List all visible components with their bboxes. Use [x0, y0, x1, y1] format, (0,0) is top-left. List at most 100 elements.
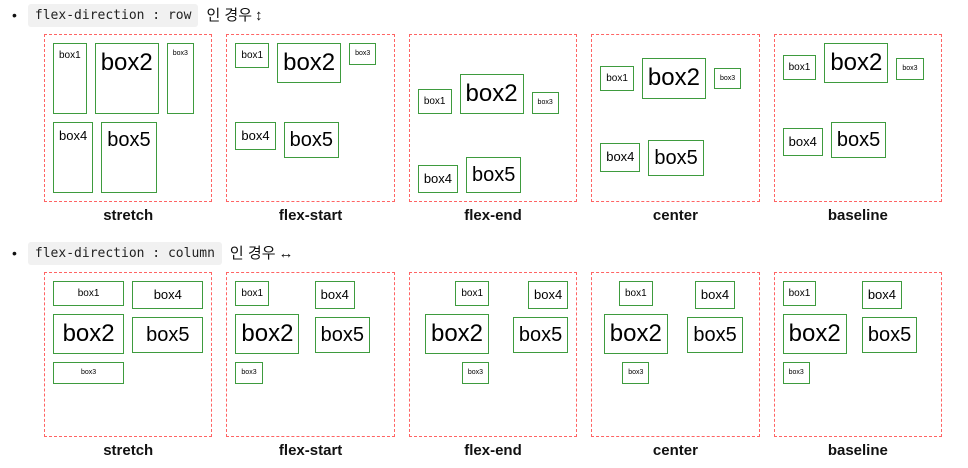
flex-item-box3: box3 [622, 362, 650, 385]
panel-group-column-baseline: box1 box2 box3 box4 box5 baseline [773, 272, 943, 468]
flex-item-box4: box4 [694, 281, 736, 310]
flex-item-box1: box1 [417, 89, 452, 114]
flex-item-box5: box5 [830, 122, 887, 158]
flex-item-box1: box1 [53, 281, 125, 306]
bullet-icon: • [12, 245, 17, 261]
flex-item-box5: box5 [314, 317, 370, 354]
flex-item-box2: box2 [824, 43, 889, 84]
flex-item-box4: box4 [314, 281, 355, 310]
flex-line: box4 box5 [675, 277, 754, 432]
align-items-value-label: center [652, 207, 698, 224]
flex-line: box1 box2 box3 [231, 39, 389, 118]
flex-item-box2: box2 [782, 314, 847, 355]
bullet-icon: • [12, 7, 17, 23]
header-text-row: 인 경우 [206, 7, 253, 24]
flex-item-box3: box3 [896, 58, 924, 80]
flex-item-box2: box2 [459, 73, 524, 114]
flex-item-box5: box5 [101, 122, 157, 193]
flex-item-box4: box4 [53, 122, 94, 193]
flex-item-box4: box4 [782, 128, 823, 157]
align-items-value-label: stretch [103, 442, 154, 459]
flex-item-box1: box1 [618, 281, 653, 306]
flex-container-column-flex-start: box1 box2 box3 box4 box5 [226, 272, 395, 437]
flex-item-box2: box2 [641, 58, 706, 99]
flex-item-box1: box1 [235, 281, 270, 306]
flex-line: box1 box2 box3 [49, 277, 128, 432]
flex-item-box2: box2 [235, 314, 300, 355]
header-text-column: 인 경우 [229, 245, 276, 262]
flex-item-box1: box1 [782, 55, 817, 80]
flex-item-box3: box3 [349, 43, 377, 65]
flex-item-box3: box3 [461, 362, 490, 385]
flex-item-box4: box4 [600, 143, 641, 172]
flex-item-box1: box1 [235, 43, 270, 68]
flex-item-box5: box5 [512, 317, 569, 354]
flex-line: box1 box2 box3 [414, 277, 493, 432]
flex-item-box5: box5 [687, 317, 743, 354]
flex-item-box5: box5 [466, 157, 522, 193]
align-items-value-label: flex-start [278, 207, 343, 224]
flex-item-box3: box3 [53, 362, 125, 385]
flex-line: box1 box2 box3 [779, 277, 858, 432]
flex-item-box5: box5 [283, 122, 339, 158]
align-items-value-label: baseline [827, 207, 888, 224]
align-items-value-label: flex-start [278, 442, 343, 459]
flex-item-box3: box3 [235, 362, 263, 385]
inline-code-flex-direction-column: flex-direction : column [27, 242, 222, 265]
align-items-value-label: baseline [827, 442, 888, 459]
flex-line: box1 box2 box3 [596, 277, 675, 432]
flex-line: box1 box2 box3 [231, 277, 310, 432]
flex-item-box5: box5 [648, 139, 704, 176]
flex-item-box2: box2 [603, 314, 668, 355]
left-right-arrow-icon: ↔ [278, 245, 294, 262]
flex-item-box2: box2 [53, 314, 125, 355]
flex-item-box4: box4 [235, 122, 276, 151]
flex-line: box4 box5 [858, 277, 937, 432]
flex-item-box2: box2 [424, 314, 490, 355]
flex-item-box3: box3 [782, 362, 810, 385]
flex-item-box5: box5 [132, 317, 204, 354]
panel-group-column-flex-end: box1 box2 box3 box4 box5 flex-end [408, 272, 578, 468]
up-down-arrow-icon: ↕ [255, 7, 263, 24]
section-header-column: • flex-direction : column 인 경우 ↔ [10, 242, 968, 265]
flex-item-box3: box3 [166, 43, 194, 114]
flex-item-box4: box4 [528, 281, 569, 310]
flex-line: box4 box5 [493, 277, 572, 432]
align-items-value-label: flex-end [464, 207, 522, 224]
align-items-value-label: stretch [103, 207, 154, 224]
flex-line: box4 box5 [311, 277, 390, 432]
panel-group-column-flex-start: box1 box2 box3 box4 box5 flex-start [226, 272, 395, 468]
flex-item-box1: box1 [455, 281, 490, 306]
flex-container-column-flex-end: box1 box2 box3 box4 box5 [408, 272, 578, 437]
flex-item-box5: box5 [861, 317, 918, 354]
flex-item-box2: box2 [277, 43, 342, 84]
flex-item-box1: box1 [600, 66, 634, 91]
inline-code-flex-direction-row: flex-direction : row [27, 4, 199, 27]
flex-item-box4: box4 [861, 281, 903, 310]
align-items-value-label: flex-end [464, 442, 522, 459]
flex-item-box1: box1 [782, 281, 817, 306]
